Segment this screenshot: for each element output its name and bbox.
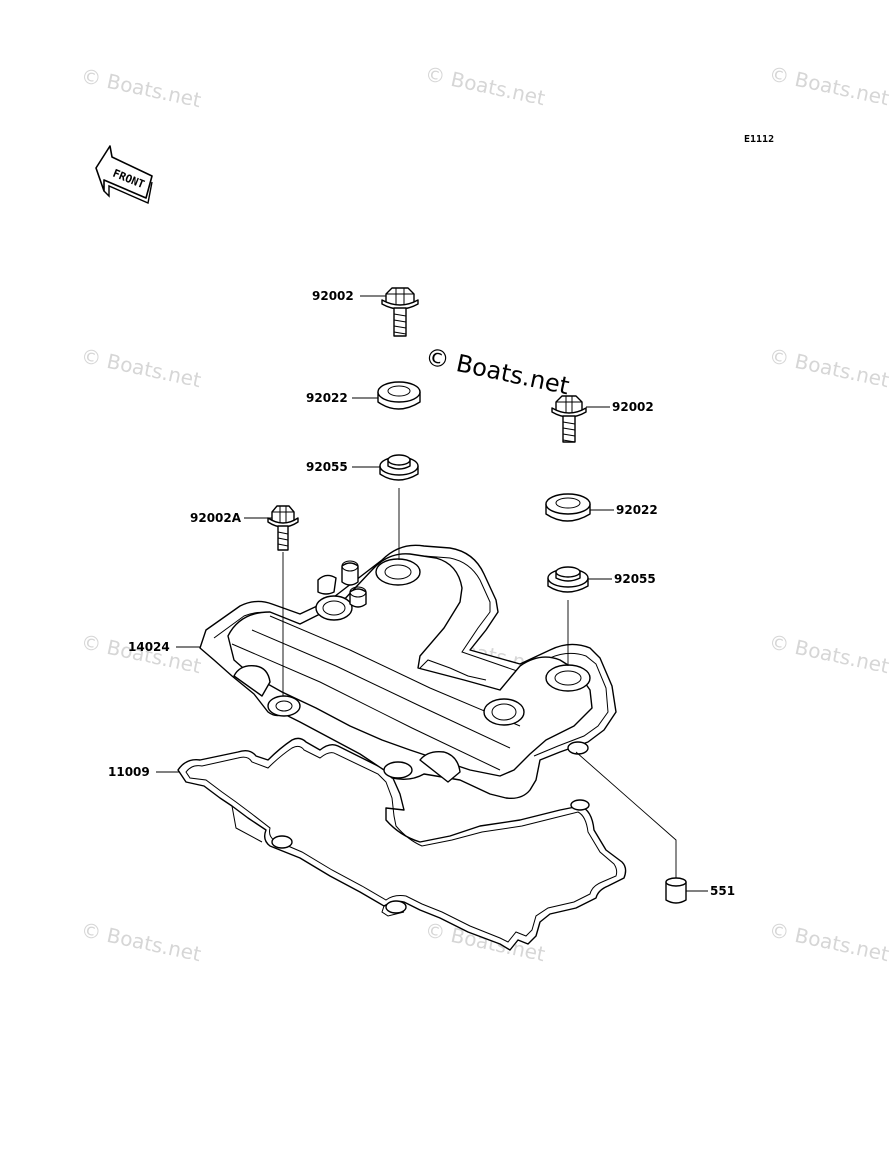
callout-551: 551 — [710, 884, 735, 898]
callout-11009: 11009 — [108, 765, 150, 779]
washer-92022-top-left — [377, 381, 421, 410]
bolt-92002-right — [551, 395, 587, 443]
leader-lines — [156, 295, 708, 892]
watermark: © Boats.net — [767, 629, 891, 678]
diagram-code: E1112 — [744, 134, 774, 145]
front-arrow-icon: FRONT — [95, 145, 153, 204]
bolt-92002a — [267, 505, 299, 551]
watermark: © Boats.net — [767, 343, 891, 392]
callout-92055: 92055 — [614, 572, 656, 586]
grommet-92055-top-left — [379, 454, 419, 481]
callout-92055: 92055 — [306, 460, 348, 474]
callout-92002a: 92002A — [190, 511, 242, 525]
callout-92002: 92002 — [312, 289, 354, 303]
washer-92022-right — [545, 493, 591, 522]
watermark: © Boats.net — [423, 61, 547, 110]
watermark: © Boats.net — [79, 343, 203, 392]
cylinder-head-cover-14024 — [199, 544, 617, 800]
watermark: © Boats.net — [79, 63, 203, 112]
gasket-11009 — [177, 737, 627, 951]
callout-92022: 92022 — [616, 503, 658, 517]
callout-92002: 92002 — [612, 400, 654, 414]
dowel-pin-551 — [665, 877, 687, 904]
watermark-center: © Boats.net — [423, 342, 572, 400]
callout-92022: 92022 — [306, 391, 348, 405]
bolt-92002-top-left — [381, 287, 419, 337]
watermark: © Boats.net — [767, 917, 891, 966]
watermark: © Boats.net — [767, 61, 891, 110]
watermark: © Boats.net — [79, 917, 203, 966]
callout-14024: 14024 — [128, 640, 170, 654]
callout-labels: 92002 92022 92055 92002 92022 92055 9200… — [108, 289, 735, 898]
grommet-92055-right — [547, 566, 589, 593]
